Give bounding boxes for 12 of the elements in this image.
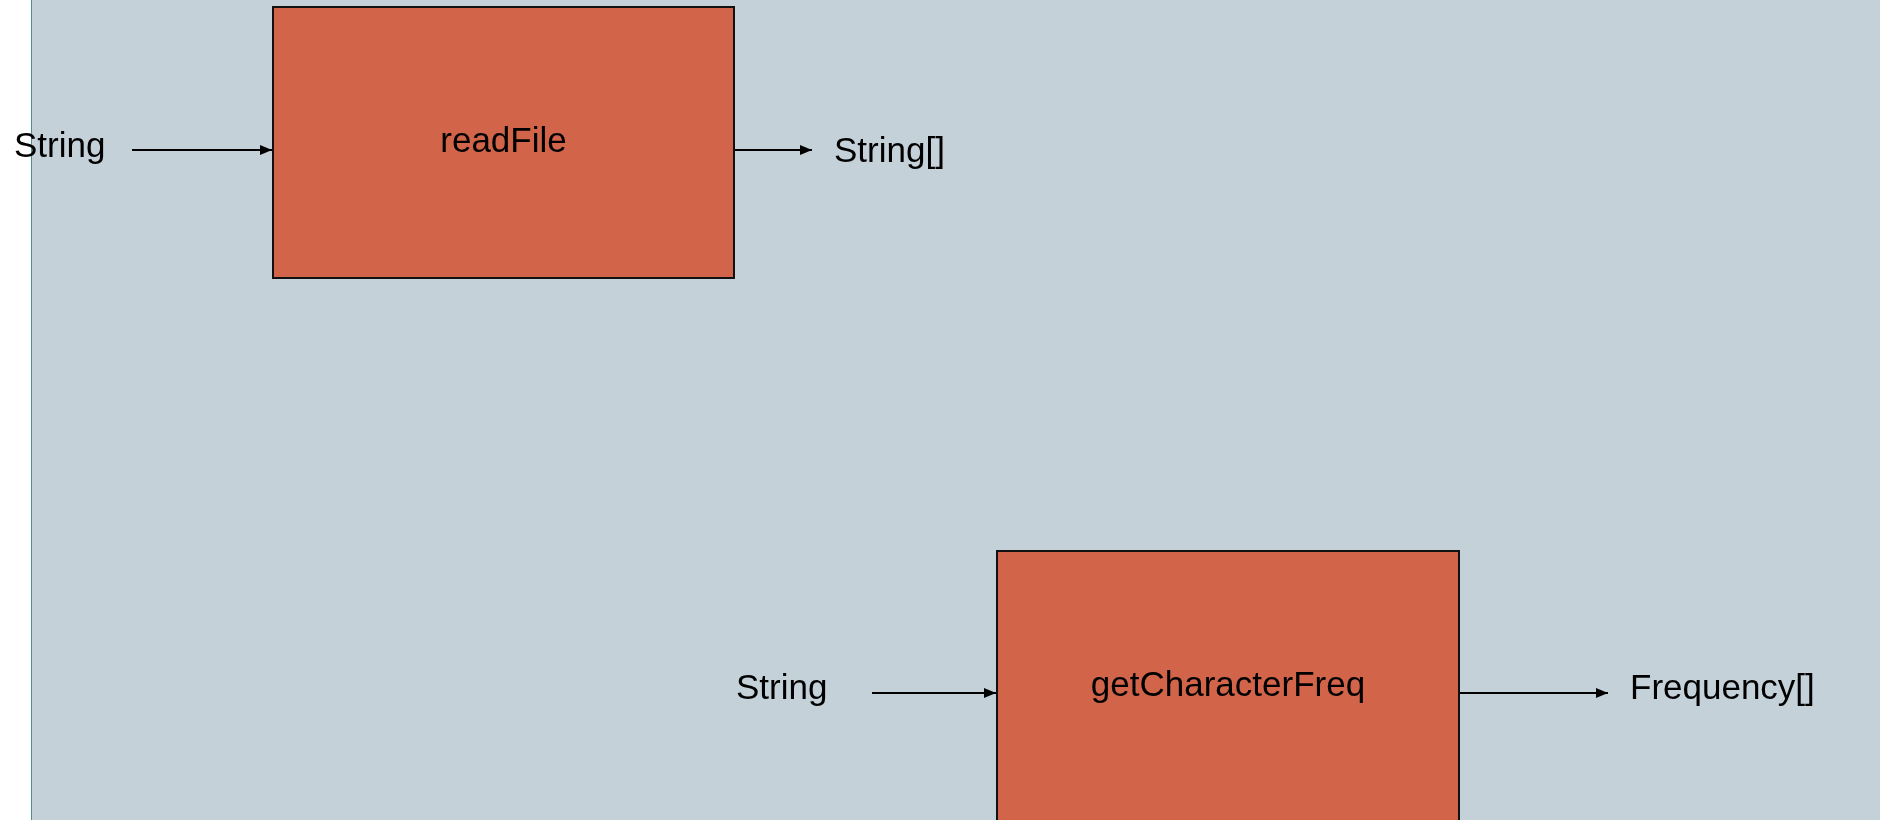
- function-box: [272, 6, 735, 279]
- arrow: [734, 145, 813, 155]
- type-label: String: [14, 125, 106, 165]
- function-name: readFile: [440, 121, 567, 161]
- type-label: Frequency[]: [1630, 667, 1815, 707]
- arrow: [1459, 688, 1609, 698]
- function-name: getCharacterFreq: [1090, 665, 1366, 705]
- arrow: [131, 145, 273, 155]
- type-label: String: [736, 667, 828, 707]
- type-label: String[]: [834, 130, 945, 170]
- arrow: [871, 688, 997, 698]
- function-box: [996, 550, 1460, 820]
